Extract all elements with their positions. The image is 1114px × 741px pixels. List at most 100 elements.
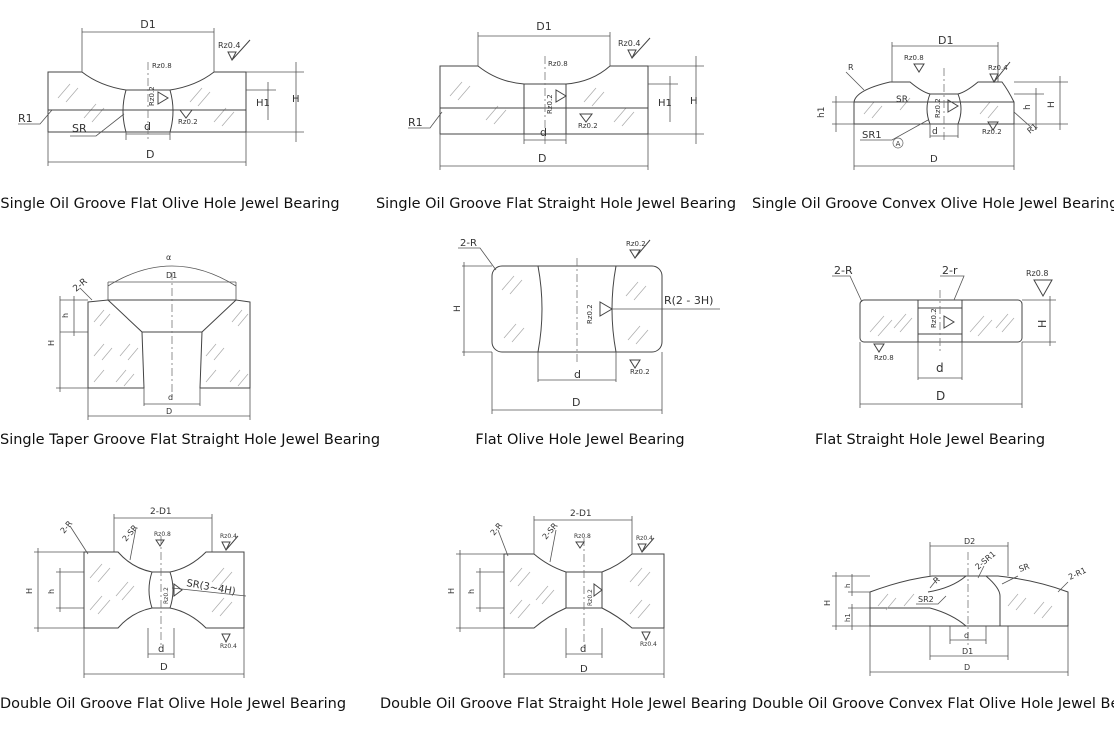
- label-R: 2-R: [489, 521, 505, 537]
- label-H: H: [25, 588, 34, 594]
- label-h: h: [61, 313, 70, 318]
- label-R: 2-R: [460, 238, 477, 249]
- label-D1: D1: [166, 271, 177, 280]
- label-H: H: [1036, 320, 1049, 328]
- label-rz-hole: Rz0.2: [930, 308, 938, 328]
- label-rz-top: Rz0.4: [636, 535, 653, 542]
- label-H: H: [453, 305, 463, 312]
- bearing-drawing-5: 2-R Rz0.2 H Rz0.2 R(2 - 3H) d Rz0.2 D: [453, 238, 720, 414]
- bearing-cell-1: D1 Rz0.4 Rz0.8 Rz0.2 Rz0.2 H H1 R1 SR d …: [0, 10, 340, 220]
- label-d: d: [580, 644, 586, 655]
- label-R1: R1: [18, 112, 33, 125]
- bearing-drawing-4: α D1 2-R h H d D: [47, 253, 251, 420]
- label-rz-top: Rz0.4: [988, 64, 1008, 72]
- hatching: [89, 563, 233, 617]
- label-D1: D1: [938, 34, 953, 47]
- label-D: D: [964, 663, 970, 672]
- label-d: d: [936, 361, 944, 375]
- label-rz-top: Rz0.2: [626, 240, 646, 248]
- label-d: d: [168, 393, 173, 402]
- label-d: d: [932, 127, 938, 137]
- label-rz-hole: Rz0.2: [934, 98, 942, 118]
- label-SR2: SR2: [918, 595, 934, 604]
- label-R: R: [848, 63, 854, 72]
- label-rz-hole: Rz0.2: [586, 304, 594, 324]
- label-r: 2-r: [942, 264, 958, 277]
- bearing-cell-5: 2-R Rz0.2 H Rz0.2 R(2 - 3H) d Rz0.2 D Fl…: [420, 232, 740, 457]
- label-h: h: [467, 589, 476, 594]
- bearing-drawing-1: D1 Rz0.4 Rz0.8 Rz0.2 Rz0.2 H H1 R1 SR d …: [18, 18, 304, 166]
- label-R: 2-R: [834, 264, 853, 277]
- hatching: [93, 309, 249, 387]
- caption: Double Oil Groove Flat Straight Hole Jew…: [380, 696, 747, 712]
- label-H: H: [823, 600, 832, 606]
- caption: Flat Olive Hole Jewel Bearing: [475, 432, 685, 448]
- label-D: D: [930, 154, 938, 165]
- label-rz-top: Rz0.4: [218, 41, 240, 50]
- label-h: h: [1023, 104, 1033, 110]
- label-rz-bottom: Rz0.2: [630, 368, 650, 376]
- label-D2: D2: [964, 537, 975, 546]
- label-d: d: [540, 126, 547, 139]
- label-D1: 2-D1: [570, 509, 592, 519]
- bearing-drawing-9: D2 2-SR1 SR 2-R1 R SR2 H h h1 d D1 D: [823, 537, 1088, 676]
- bearing-drawing-8: 2-D1 2-R 2-SR Rz0.8 Rz0.4 H h Rz0.2 d Rz…: [447, 509, 665, 678]
- label-rz-groove: Rz0.8: [152, 62, 172, 70]
- label-rz-hole: Rz0.2: [148, 86, 156, 106]
- bearing-drawing-6: 2-R 2-r Rz0.8 H Rz0.2 Rz0.8 d D: [832, 264, 1056, 408]
- label-rz-bottom: Rz0.2: [578, 122, 598, 130]
- label-D: D: [166, 407, 172, 416]
- bearing-drawing-7: 2-D1 2-R 2-SR Rz0.8 Rz0.4 H h SR(3~4H) R…: [25, 507, 247, 678]
- caption: Single Taper Groove Flat Straight Hole J…: [0, 432, 381, 448]
- label-h1: h1: [817, 107, 827, 118]
- bearing-cell-2: D1 Rz0.4 Rz0.8 Rz0.2 Rz0.2 H H1 R1 d D S…: [370, 10, 742, 220]
- label-SR1: SR1: [862, 130, 882, 141]
- label-A: A: [896, 140, 901, 148]
- hatching: [501, 275, 649, 345]
- hatching: [863, 97, 999, 119]
- label-h1: h1: [844, 613, 852, 622]
- label-rz-hole: Rz0.2: [587, 589, 594, 606]
- bearing-cell-4: α D1 2-R h H d D Single Taper Groove Fla…: [0, 232, 381, 457]
- datum-circle: [892, 137, 904, 149]
- label-d: d: [158, 644, 164, 655]
- label-rz-top: Rz0.4: [220, 533, 237, 540]
- hatching: [509, 567, 651, 619]
- label-D1: D1: [140, 18, 155, 31]
- label-R1: 2-R1: [1067, 566, 1088, 582]
- label-d: d: [574, 368, 581, 381]
- label-R: 2-R: [72, 277, 90, 294]
- label-rz-hole: Rz0.2: [163, 587, 170, 604]
- label-h: h: [47, 589, 56, 594]
- label-rz-bottom: Rz0.4: [220, 643, 237, 650]
- hatching: [57, 83, 235, 127]
- label-D: D: [572, 396, 580, 409]
- label-h: h: [844, 584, 852, 588]
- label-rz-bottom: Rz0.8: [874, 354, 894, 362]
- label-SR: SR: [1018, 562, 1031, 574]
- label-SR: 2-SR: [541, 521, 560, 541]
- bearing-cell-9: D2 2-SR1 SR 2-R1 R SR2 H h h1 d D1 D Dou…: [752, 496, 1114, 718]
- label-rz-bottom: Rz0.2: [178, 118, 198, 126]
- label-rz-hole: Rz0.2: [546, 94, 554, 114]
- label-rz-groove: Rz0.8: [548, 60, 568, 68]
- hatching: [877, 593, 1053, 619]
- caption: Single Oil Groove Flat Olive Hole Jewel …: [0, 196, 340, 212]
- label-D: D: [936, 389, 945, 403]
- label-rz-top: Rz0.8: [1026, 269, 1048, 278]
- label-D1: 2-D1: [150, 507, 172, 517]
- label-D: D: [538, 152, 546, 165]
- caption: Double Oil Groove Convex Flat Olive Hole…: [752, 696, 1114, 712]
- caption: Flat Straight Hole Jewel Bearing: [814, 432, 1046, 448]
- caption: Single Oil Groove Convex Olive Hole Jewe…: [752, 196, 1114, 212]
- bearing-cell-8: 2-D1 2-R 2-SR Rz0.8 Rz0.4 H h Rz0.2 d Rz…: [380, 496, 747, 718]
- label-rz-top: Rz0.4: [618, 39, 640, 48]
- label-H1: H1: [256, 98, 270, 109]
- label-rz-bottom: Rz0.4: [640, 641, 657, 648]
- label-D: D: [146, 148, 154, 161]
- label-H: H: [447, 588, 456, 594]
- label-H: H: [1047, 101, 1057, 108]
- label-rz-groove: Rz0.8: [574, 533, 591, 540]
- label-SR: SR: [896, 95, 908, 105]
- bearing-cell-3: D1 R Rz0.8 Rz0.4 SR Rz0.2 h1 h H SR1 A d…: [752, 10, 1114, 220]
